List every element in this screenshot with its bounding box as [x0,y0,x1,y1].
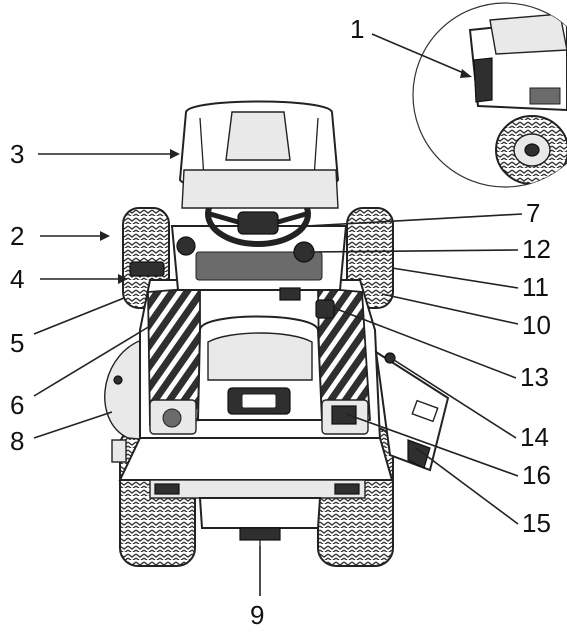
leader-16 [345,413,519,477]
deck-side-plate [111,439,127,463]
chute-warning-label [411,399,439,423]
inset-hood-top [489,13,567,55]
callout-15: 15 [522,508,551,538]
leader-7 [305,213,523,227]
cutting-height-lever [315,299,335,319]
seat-back [207,332,313,381]
callout-9: 9 [250,600,264,630]
inset-bumper [473,57,493,103]
callout-3: 3 [10,139,24,169]
arrow-1 [460,69,472,78]
callout-10: 10 [522,310,551,340]
leader-13 [333,307,517,379]
leader-15 [415,447,519,525]
leader-12 [309,249,519,253]
leader-1 [371,33,467,75]
callout-5: 5 [10,328,24,358]
callout-2: 2 [10,221,24,251]
rear-fender [118,437,394,481]
dashboard-panel [195,251,323,281]
steering-hub [237,211,279,235]
discharge-chute-flap [407,439,431,469]
detail-inset [412,2,567,188]
hood-rib-2 [313,117,319,179]
discharge-chute [374,349,450,472]
callout-labels: 1 2 3 4 5 6 7 8 9 10 11 12 13 14 15 16 [10,14,551,630]
inset-wheel-hub [524,143,540,157]
deck-bolt [113,375,123,385]
steering-spoke-right [277,211,307,225]
leader-14 [393,359,517,439]
fuel-cap [162,408,182,428]
callout-11: 11 [522,272,549,302]
callout-13: 13 [520,362,549,392]
hood-rib-1 [199,117,205,179]
callout-6: 6 [10,390,24,420]
callout-1: 1 [350,14,364,44]
leader-11 [391,267,519,289]
right-rear-box-inner [331,405,357,425]
seat-handle-grip [241,393,277,409]
arrow-2 [100,231,110,241]
inset-label [529,87,561,105]
hood-top-panel [225,111,291,161]
callout-4: 4 [10,264,24,294]
leader-10 [381,293,519,325]
callout-12: 12 [522,234,551,264]
tractor-body [104,100,450,567]
mower-deck [104,337,151,441]
hood-grille [181,169,339,209]
rear-hitch [239,527,281,541]
callout-7: 7 [526,198,540,228]
callout-14: 14 [520,422,549,452]
callout-16: 16 [522,460,551,490]
chute-pin [384,352,396,364]
callout-8: 8 [10,426,24,456]
arrow-3 [170,149,180,159]
steering-spoke-left [209,211,239,225]
dash-switch [279,287,301,301]
leader-lines [33,33,523,596]
front-left-accessory [129,261,165,277]
dash-knob-left [176,236,196,256]
leader-5 [33,297,125,335]
rear-light-left [154,483,180,495]
rear-bumper [149,479,366,499]
rear-light-right [334,483,360,495]
arrow-4 [118,274,128,284]
leader-8 [33,411,113,439]
leader-6 [33,325,151,397]
rear-hitch-plate [198,497,322,529]
